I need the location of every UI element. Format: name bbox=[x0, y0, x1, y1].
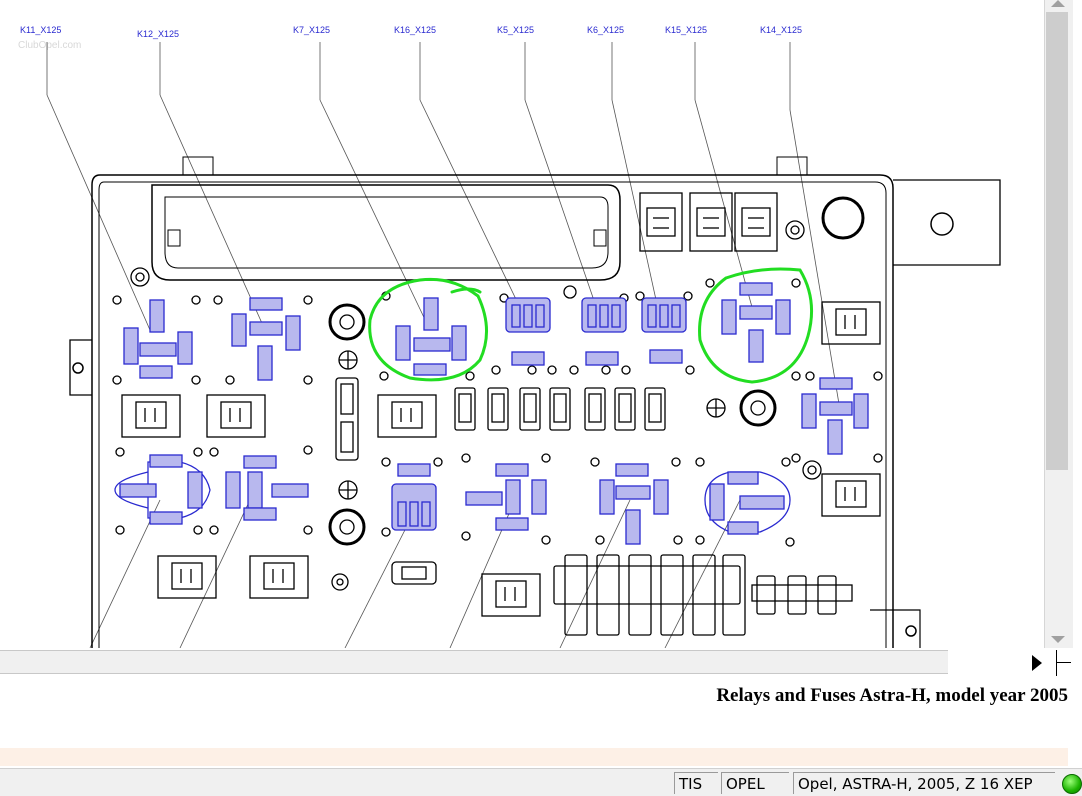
connection-status-icon bbox=[1062, 774, 1082, 794]
scroll-down-arrow-icon[interactable] bbox=[1051, 636, 1065, 643]
diagram-caption: Relays and Fuses Astra-H, model year 200… bbox=[716, 685, 1068, 706]
horizontal-scrollbar[interactable] bbox=[0, 650, 948, 674]
label-k5: K5_X125 bbox=[497, 25, 534, 35]
info-band bbox=[0, 748, 1068, 766]
top-right-components bbox=[130, 192, 865, 299]
status-cell-tis: TIS bbox=[674, 772, 718, 794]
highlight-circles bbox=[368, 267, 814, 384]
label-k12: K12_X125 bbox=[137, 29, 179, 39]
diagram-viewer[interactable]: ClubOpel.com K11_X125 K12_X125 K7_X125 K… bbox=[0, 0, 1044, 648]
relay-sockets bbox=[114, 282, 869, 545]
mounting-holes bbox=[112, 278, 883, 547]
status-cell-brand: OPEL bbox=[721, 772, 789, 794]
label-k16: K16_X125 bbox=[394, 25, 436, 35]
fuse-box-diagram: ClubOpel.com K11_X125 K12_X125 K7_X125 K… bbox=[18, 25, 1001, 648]
label-k11: K11_X125 bbox=[20, 25, 61, 35]
splitter-handle[interactable] bbox=[1056, 650, 1071, 676]
status-cell-vehicle: Opel, ASTRA-H, 2005, Z 16 XEP bbox=[793, 772, 1055, 794]
scroll-up-arrow-icon[interactable] bbox=[1051, 0, 1065, 7]
vertical-scroll-thumb[interactable] bbox=[1046, 12, 1068, 470]
relay-labels: K11_X125 K12_X125 K7_X125 K16_X125 K5_X1… bbox=[20, 25, 802, 39]
housing-outline bbox=[69, 156, 1001, 648]
scroll-right-arrow-icon[interactable] bbox=[1032, 655, 1042, 671]
sockets bbox=[121, 301, 881, 636]
label-k7: K7_X125 bbox=[293, 25, 330, 35]
watermark-text: ClubOpel.com bbox=[18, 40, 81, 51]
label-k6: K6_X125 bbox=[587, 25, 624, 35]
label-k15: K15_X125 bbox=[665, 25, 707, 35]
label-k14: K14_X125 bbox=[760, 25, 802, 35]
